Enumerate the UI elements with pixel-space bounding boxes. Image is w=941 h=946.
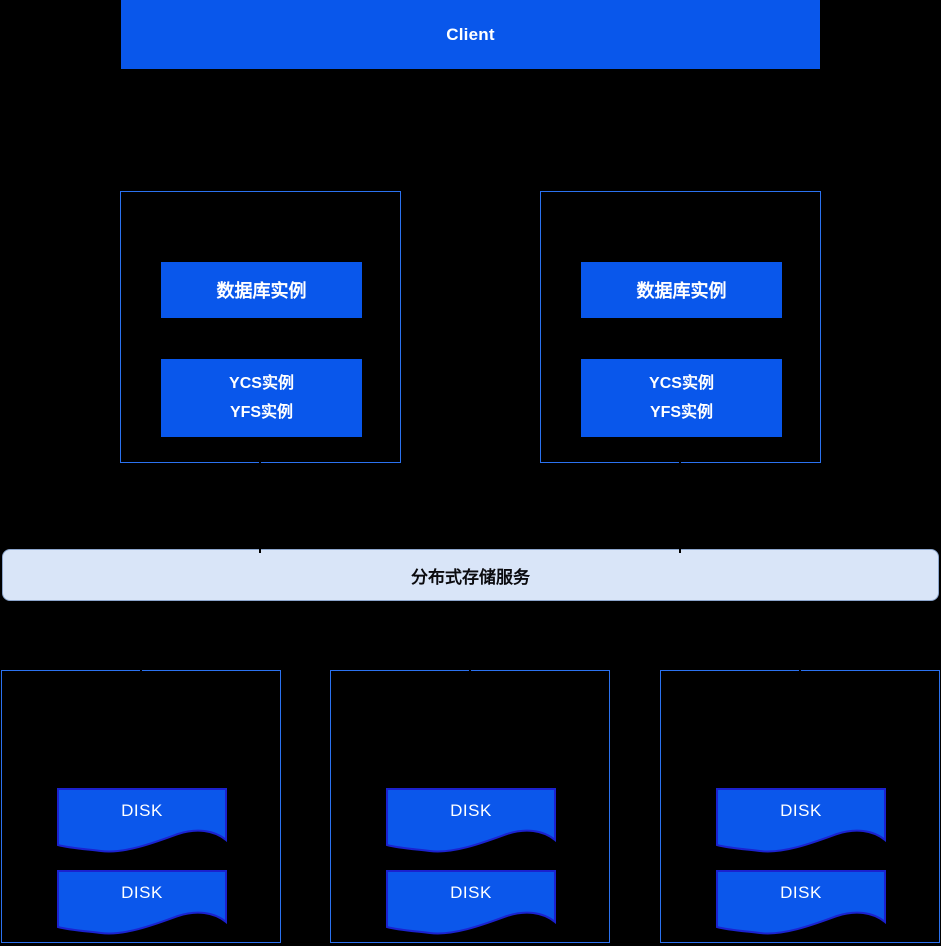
yfs-label: YFS实例 xyxy=(229,403,294,421)
disk-shape: DISK xyxy=(386,870,556,936)
disk-shape: DISK xyxy=(57,870,227,936)
disk-label: DISK xyxy=(780,801,822,820)
client-label: Client xyxy=(446,24,495,44)
ycs-label: YCS实例 xyxy=(649,374,714,392)
disk-group-box-3: DISK DISK xyxy=(660,670,940,943)
storage-service-bar: 分布式存储服务 xyxy=(2,549,939,601)
disk-wave-icon xyxy=(57,788,227,853)
db-instance-label: 数据库实例 xyxy=(216,281,307,301)
disk-wave-icon xyxy=(386,870,556,935)
connector-storage-diskbox3 xyxy=(799,602,801,675)
disk-label: DISK xyxy=(780,883,822,902)
client-bar: Client xyxy=(121,0,820,69)
disk-group-box-1: DISK DISK xyxy=(1,670,281,943)
disk-label: DISK xyxy=(450,883,492,902)
disk-shape: DISK xyxy=(716,870,886,936)
disk-label: DISK xyxy=(450,801,492,820)
disk-label: DISK xyxy=(121,883,163,902)
disk-group-box-2: DISK DISK xyxy=(330,670,610,943)
db-instance-block: 数据库实例 xyxy=(581,262,782,318)
connector-storage-diskbox1 xyxy=(140,602,142,675)
storage-service-label: 分布式存储服务 xyxy=(411,567,530,587)
ycs-yfs-block: YCS实例 YFS实例 xyxy=(581,359,782,437)
db-node-box-1: 数据库实例 YCS实例 YFS实例 xyxy=(120,191,401,463)
connector-storage-diskbox2 xyxy=(469,602,471,675)
db-instance-label: 数据库实例 xyxy=(636,281,727,301)
connector-node1-storage xyxy=(259,458,261,553)
connector-node2-storage xyxy=(679,458,681,553)
disk-shape: DISK xyxy=(57,788,227,854)
disk-wave-icon xyxy=(716,788,886,853)
yfs-label: YFS实例 xyxy=(649,403,714,421)
db-node-box-2: 数据库实例 YCS实例 YFS实例 xyxy=(540,191,821,463)
disk-wave-icon xyxy=(386,788,556,853)
ycs-yfs-block: YCS实例 YFS实例 xyxy=(161,359,362,437)
disk-wave-icon xyxy=(716,870,886,935)
disk-shape: DISK xyxy=(716,788,886,854)
disk-label: DISK xyxy=(121,801,163,820)
disk-wave-icon xyxy=(57,870,227,935)
disk-shape: DISK xyxy=(386,788,556,854)
db-instance-block: 数据库实例 xyxy=(161,262,362,318)
ycs-label: YCS实例 xyxy=(229,374,294,392)
